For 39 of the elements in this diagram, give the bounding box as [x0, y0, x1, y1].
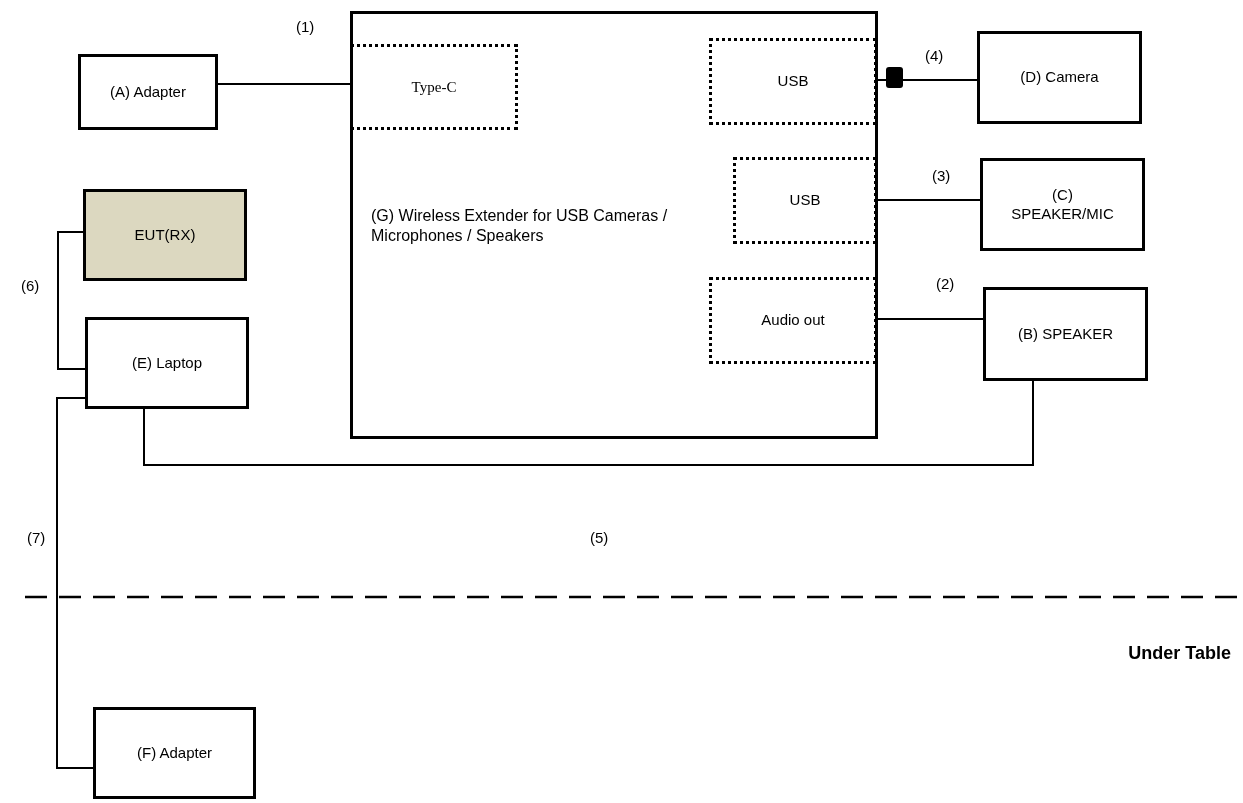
device-label: USB	[777, 72, 809, 91]
cable-number: (4)	[925, 48, 944, 63]
port-box	[733, 157, 877, 244]
cable-line	[57, 231, 86, 370]
cable-line	[876, 318, 984, 320]
port-box	[709, 277, 877, 364]
device-box	[85, 317, 249, 409]
extender-box	[350, 11, 878, 439]
cable-line	[876, 199, 981, 201]
device-box	[78, 54, 218, 130]
device-label: (A) Adapter	[110, 82, 186, 102]
device-label: (E) Laptop	[131, 353, 202, 373]
device-label: Audio out	[761, 311, 825, 330]
cable-number: (5)	[590, 530, 609, 545]
port-box	[709, 38, 877, 125]
device-label: USB	[789, 191, 821, 210]
device-box	[980, 158, 1145, 251]
cable-line	[876, 79, 978, 81]
device-label: (B) SPEAKER	[1018, 324, 1113, 344]
cable-number: (2)	[936, 276, 955, 291]
device-box	[977, 31, 1142, 124]
cable-line	[143, 380, 1034, 466]
zone-label: Under Table	[1128, 642, 1231, 665]
device-label: (G) Wireless Extender for USB Cameras / Microphones / Speakers	[371, 206, 669, 246]
device-label: Type-C	[411, 77, 457, 97]
device-box	[983, 287, 1148, 381]
device-box	[93, 707, 256, 799]
device-label: (C) SPEAKER/MIC	[1010, 185, 1115, 224]
device-label: (D) Camera	[1020, 68, 1099, 87]
device-label: (F) Adapter	[137, 743, 212, 763]
cable-line	[56, 397, 94, 769]
cable-number: (7)	[27, 530, 46, 545]
device-label: EUT(RX)	[134, 225, 196, 245]
cable-line	[217, 83, 351, 85]
cable-number: (1)	[296, 19, 315, 34]
device-box	[83, 189, 247, 281]
port-box	[350, 44, 518, 130]
cable-number: (3)	[932, 168, 951, 183]
cable-number: (6)	[21, 278, 40, 293]
